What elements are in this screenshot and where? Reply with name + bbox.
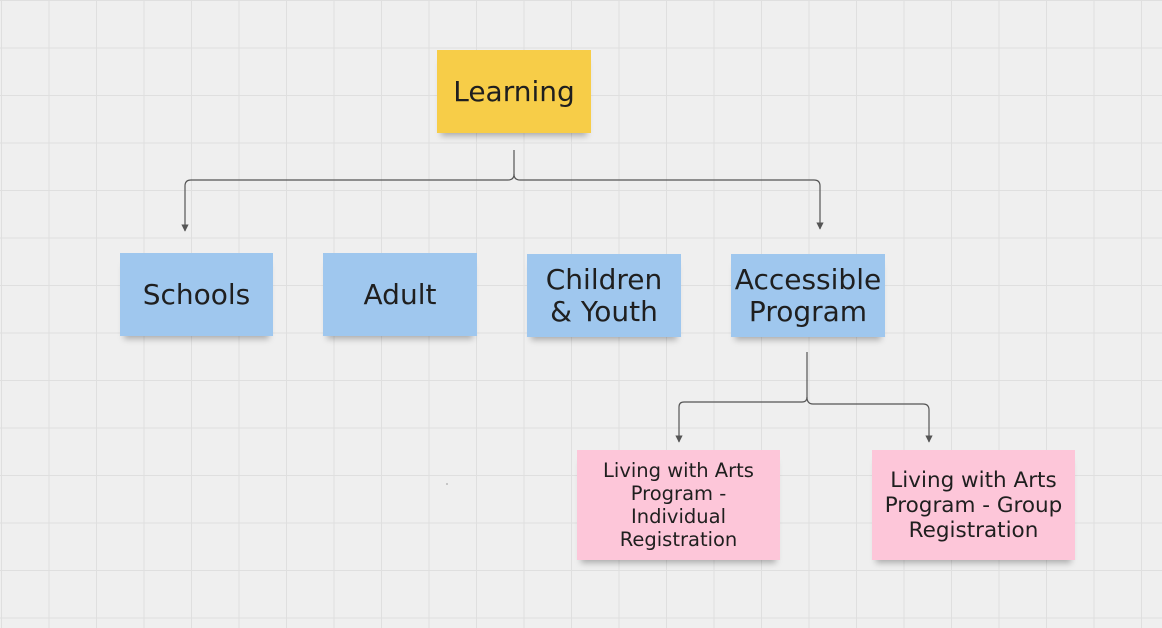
sticky-note-label: Adult bbox=[363, 277, 437, 311]
canvas-speck bbox=[446, 483, 448, 485]
sticky-note-label: Living with Arts Program - Individual Re… bbox=[603, 459, 754, 551]
sticky-note-children-youth[interactable]: Children & Youth bbox=[527, 254, 681, 337]
connector-accessible-to-group[interactable] bbox=[806, 396, 933, 443]
sticky-note-individual-registration[interactable]: Living with Arts Program - Individual Re… bbox=[577, 450, 780, 560]
sticky-note-label: Accessible Program bbox=[734, 262, 882, 328]
sticky-note-label: Schools bbox=[142, 277, 251, 311]
sticky-note-group-registration[interactable]: Living with Arts Program - Group Registr… bbox=[872, 450, 1075, 560]
sticky-note-learning[interactable]: Learning bbox=[437, 50, 591, 133]
sticky-note-label: Living with Arts Program - Group Registr… bbox=[884, 467, 1063, 543]
sticky-note-adult[interactable]: Adult bbox=[323, 253, 477, 336]
sticky-note-label: Learning bbox=[453, 74, 575, 108]
connector-accessible-to-individual[interactable] bbox=[675, 352, 808, 443]
sticky-note-label: Children & Youth bbox=[545, 262, 663, 328]
connector-learning-to-accessible-program[interactable] bbox=[513, 173, 824, 230]
sticky-note-accessible-program[interactable]: Accessible Program bbox=[731, 254, 885, 337]
connector-learning-to-schools[interactable] bbox=[181, 150, 515, 232]
sticky-note-schools[interactable]: Schools bbox=[120, 253, 273, 336]
